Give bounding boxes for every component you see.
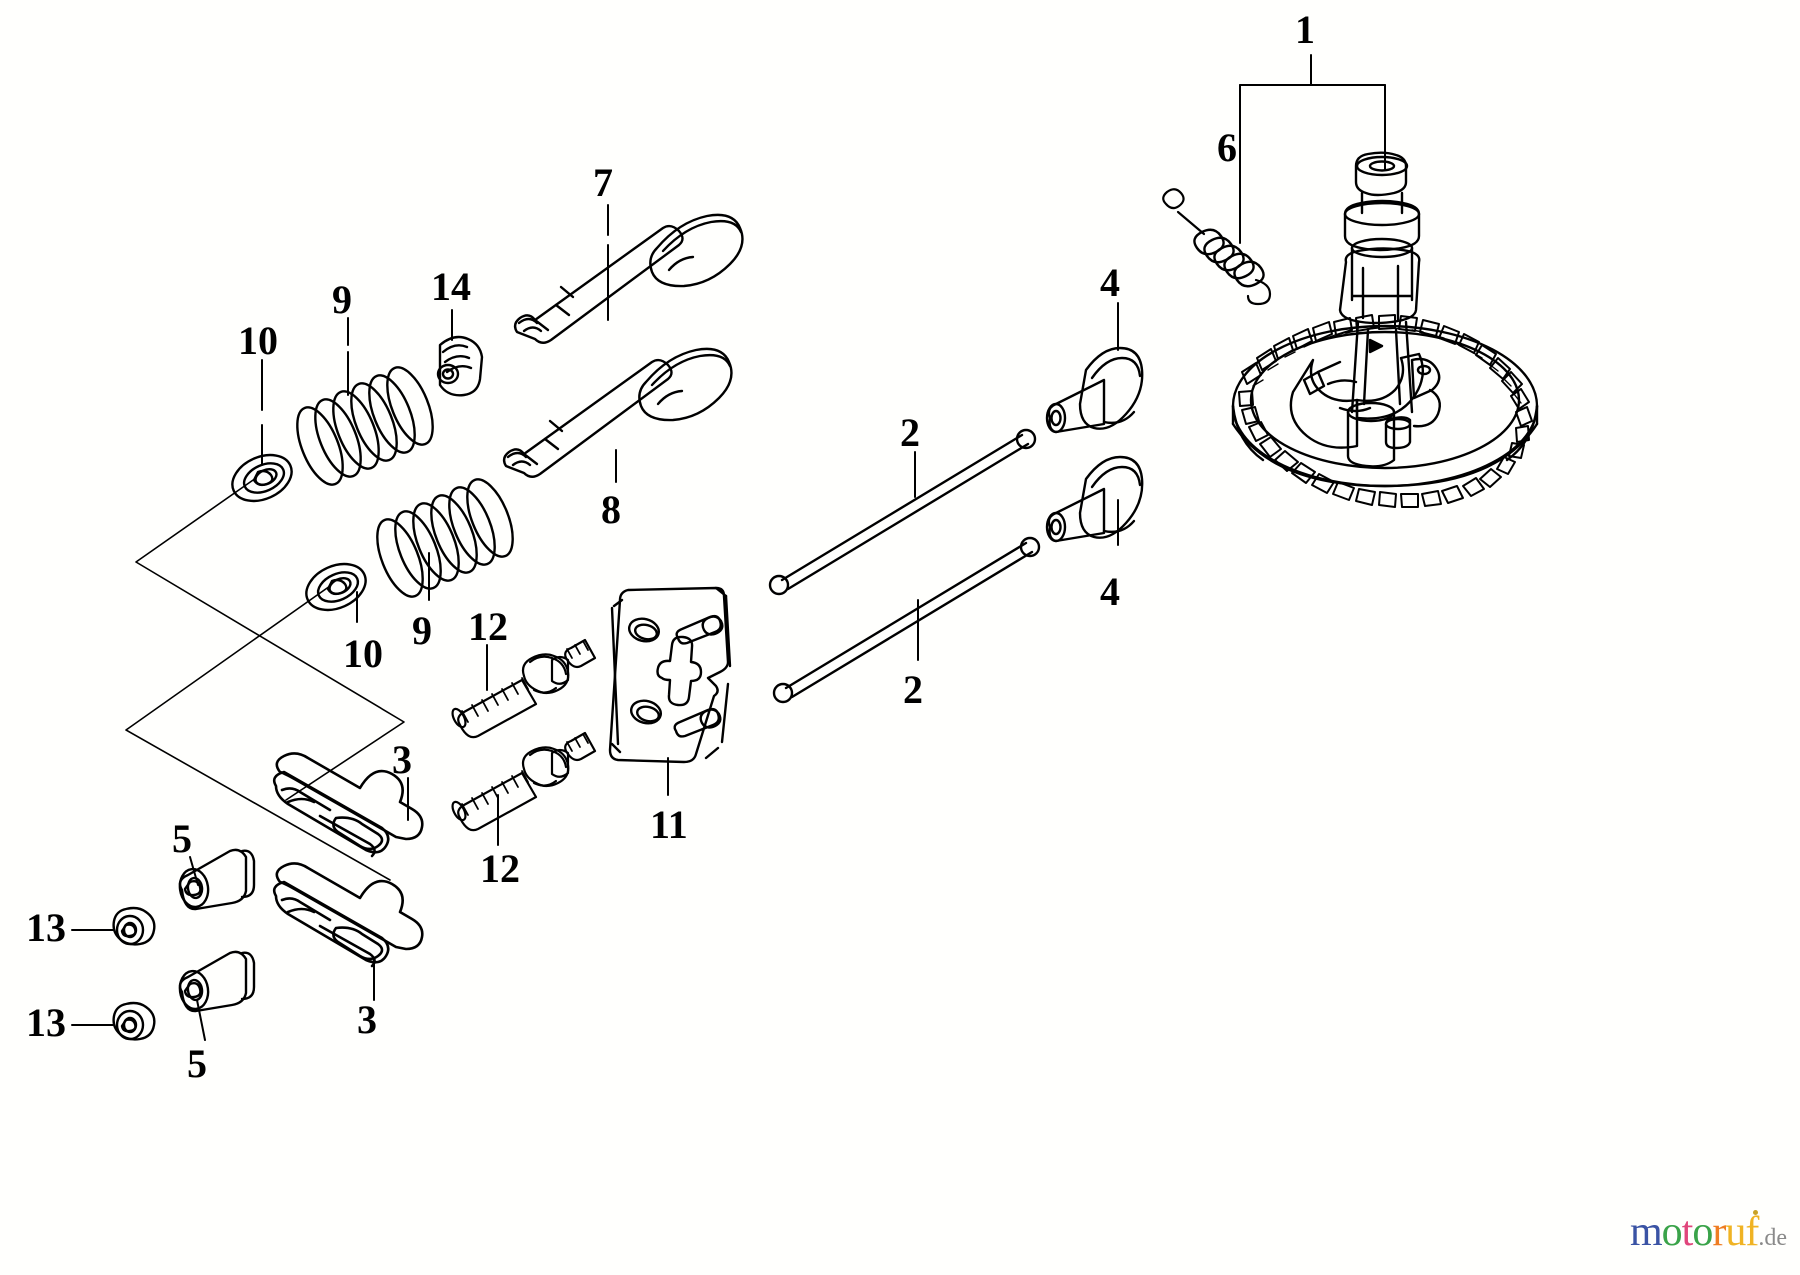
callout-4-upper: 4 (1100, 260, 1120, 305)
callout-10-lower: 10 (343, 631, 383, 676)
rocker-pivot-lower (178, 950, 256, 1013)
callout-13-upper: 13 (26, 905, 66, 950)
callout-13-lower: 13 (26, 1000, 66, 1045)
rocker-arm-upper (272, 752, 424, 858)
spring-retainer-lower (305, 562, 367, 612)
push-rod-upper (768, 428, 1037, 596)
gear-teeth (1238, 314, 1533, 508)
rocker-pivot-upper (178, 848, 256, 911)
push-rod-guide-plate (608, 586, 732, 764)
callout-11: 11 (650, 802, 688, 847)
valve-lifter-upper (1045, 346, 1144, 434)
watermark-suffix: .de (1758, 1225, 1787, 1251)
valve-spring-lower (376, 478, 514, 598)
callout-1: 1 (1295, 7, 1315, 52)
callout-9-upper: 9 (332, 277, 352, 322)
gear-teeth-shading (1252, 327, 1522, 404)
site-watermark: motoruf.de (1630, 1208, 1787, 1256)
watermark-letter-o2: o (1692, 1209, 1713, 1255)
callout-2-lower: 2 (903, 667, 923, 712)
intake-valve (513, 213, 744, 344)
assembly-guide-lines (125, 477, 405, 881)
callout-6: 6 (1217, 125, 1237, 170)
callout-3-lower: 3 (357, 997, 377, 1042)
watermark-letter-m: m (1630, 1209, 1663, 1255)
camshaft-assembly (1231, 151, 1539, 508)
callout-2-upper: 2 (900, 410, 920, 455)
callout-14: 14 (431, 264, 471, 309)
watermark-letter-r: r (1712, 1209, 1726, 1255)
callout-9-lower: 9 (412, 608, 432, 653)
push-rod-lower (772, 536, 1041, 704)
watermark-letter-t: t (1681, 1209, 1694, 1255)
lock-nut-upper (112, 906, 156, 946)
callout-12-upper: 12 (468, 604, 508, 649)
watermark-letter-u: u (1725, 1209, 1746, 1255)
watermark-letter-o1: o (1661, 1209, 1683, 1255)
valve-lifter-lower (1045, 455, 1144, 543)
callout-4-lower: 4 (1100, 569, 1120, 614)
callout-5-upper: 5 (172, 816, 192, 861)
callout-10-upper: 10 (238, 318, 278, 363)
valve-stem-seal (436, 335, 484, 397)
pivot-stud-upper (451, 638, 597, 739)
watermark-letter-f: f (1745, 1209, 1759, 1255)
callout-7: 7 (593, 160, 613, 205)
leader-lines (71, 54, 1386, 1041)
callout-3-upper: 3 (392, 737, 412, 782)
exhaust-valve (502, 347, 733, 478)
valve-spring-upper (296, 366, 434, 486)
callout-12-lower: 12 (480, 846, 520, 891)
rocker-arm-lower (272, 862, 424, 968)
pivot-stud-lower (451, 731, 597, 832)
spring-retainer-upper (231, 453, 293, 503)
watermark-accent-dot (1753, 1210, 1758, 1215)
governor-spring (1162, 188, 1272, 306)
lock-nut-lower (112, 1001, 156, 1041)
callout-5-lower: 5 (187, 1041, 207, 1086)
callout-8: 8 (601, 487, 621, 532)
